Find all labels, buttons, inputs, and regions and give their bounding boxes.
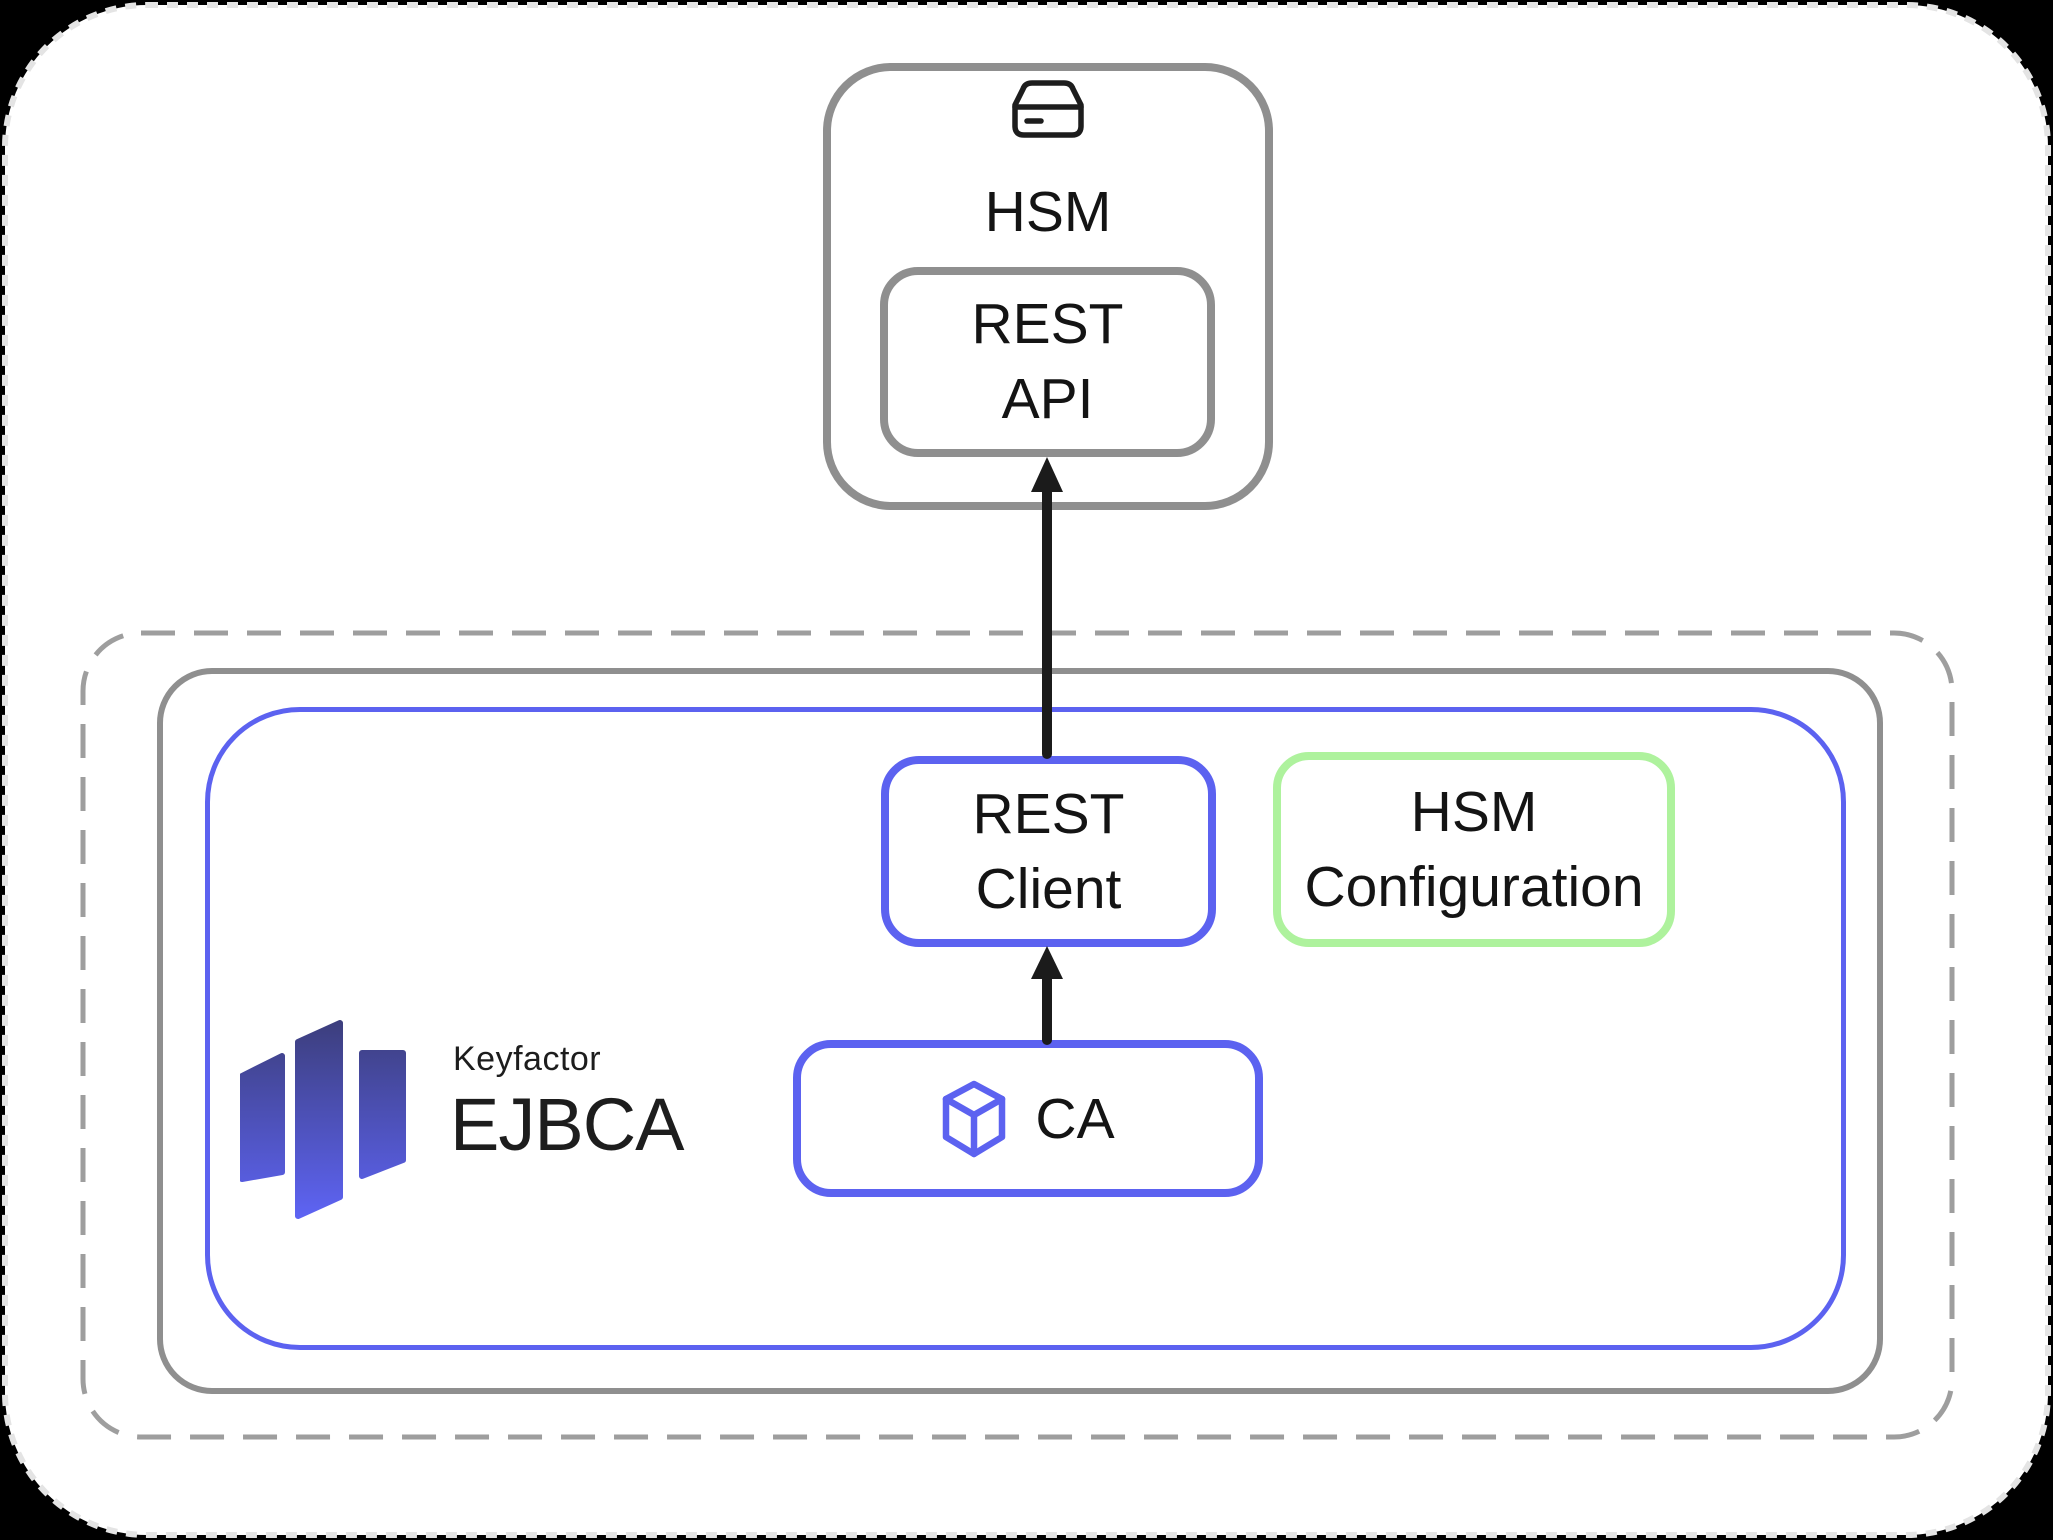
rest-client-node-box: REST Client xyxy=(881,756,1216,947)
logo-product-text: EJBCA xyxy=(450,1083,685,1166)
rest-api-node-box: REST API xyxy=(880,267,1215,457)
logo-bar-right xyxy=(359,1050,406,1179)
rest-api-label-line2: API xyxy=(1001,367,1094,431)
hsm-label: HSM xyxy=(984,180,1112,244)
rest-api-label-line1: REST xyxy=(971,292,1124,356)
rest-client-label-line1: REST xyxy=(972,781,1125,846)
storage-device-icon xyxy=(1012,80,1084,138)
hsm-configuration-label-line1: HSM xyxy=(1410,779,1538,844)
ejbca-container-box xyxy=(205,707,1846,1350)
logo-bar-middle xyxy=(295,1020,343,1219)
hsm-configuration-node-box: HSM Configuration xyxy=(1273,752,1675,947)
hsm-configuration-label-line2: Configuration xyxy=(1304,854,1644,919)
logo-bar-left xyxy=(240,1053,285,1182)
server-container-box xyxy=(157,668,1883,1394)
rest-client-label-line2: Client xyxy=(975,856,1122,921)
cube-icon xyxy=(943,1080,1006,1157)
logo-brand-text: Keyfactor xyxy=(453,1040,602,1078)
keyfactor-logo-mark xyxy=(240,1020,406,1219)
ca-node-box: CA xyxy=(793,1040,1263,1197)
ca-label: CA xyxy=(1035,1086,1115,1151)
